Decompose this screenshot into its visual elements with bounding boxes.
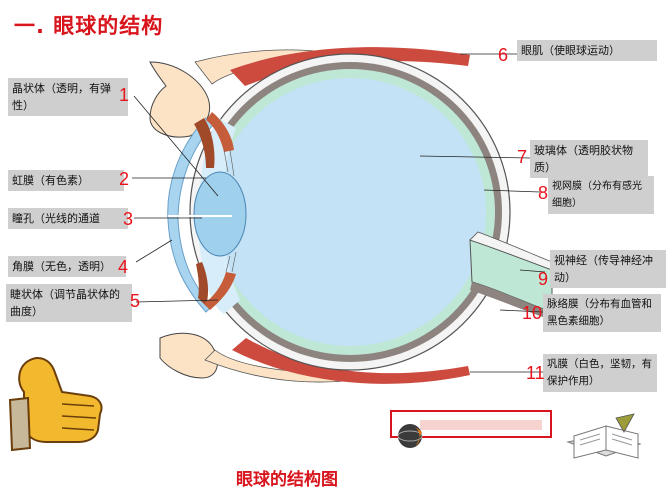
label-choroid: 脉络膜（分布有血管和黑色素细胞） <box>543 294 661 332</box>
label-iris: 虹膜（有色素） <box>8 170 124 191</box>
label-number-optic-nerve: 9 <box>538 269 549 289</box>
optic-nerve-sheath-bottom <box>470 282 552 320</box>
vitreous-body <box>214 78 486 346</box>
lens <box>193 171 247 257</box>
label-number-retina: 8 <box>538 183 549 203</box>
lower-eye-muscle <box>232 338 470 384</box>
label-number-vitreous-body: 7 <box>517 147 528 167</box>
label-cornea: 角膜（无色，透明） <box>8 256 126 277</box>
answer-box-highlight <box>420 420 542 430</box>
label-number-cornea: 4 <box>118 257 129 277</box>
upper-eyelid <box>149 61 211 138</box>
diagram-caption: 眼球的结构图 <box>236 470 338 490</box>
label-number-sclera: 11 <box>526 363 545 383</box>
label-number-iris: 2 <box>119 169 130 189</box>
label-pupil: 瞳孔（光线的通道 <box>8 208 128 229</box>
answer-box[interactable] <box>390 410 552 438</box>
label-number-eye-muscle: 6 <box>498 45 509 65</box>
label-number-lens: 1 <box>119 85 130 105</box>
page-title: 一. 眼球的结构 <box>14 14 164 38</box>
label-retina: 视网膜（分布有感光细胞） <box>548 176 654 214</box>
label-vitreous-body: 玻璃体（透明胶状物质） <box>530 140 648 178</box>
leader-lines <box>132 53 546 373</box>
label-lens: 晶状体（透明，有弹性） <box>8 78 128 116</box>
ciliary-body-upper <box>206 112 234 152</box>
label-sclera: 巩膜（白色，坚韧，有保护作用） <box>543 354 657 392</box>
iris-lower <box>196 262 209 306</box>
label-optic-nerve: 视神经（传导神经冲动） <box>550 250 666 288</box>
label-ciliary-body: 睫状体（调节晶状体的曲度） <box>6 284 132 322</box>
label-number-pupil: 3 <box>123 209 134 229</box>
upper-eye-muscle <box>230 47 470 86</box>
lower-eyelid <box>159 332 218 379</box>
label-number-ciliary-body: 5 <box>130 291 141 311</box>
label-eye-muscle: 眼肌（使眼球运动） <box>517 40 657 61</box>
iris-upper <box>194 118 215 168</box>
label-number-choroid: 10 <box>522 303 543 323</box>
